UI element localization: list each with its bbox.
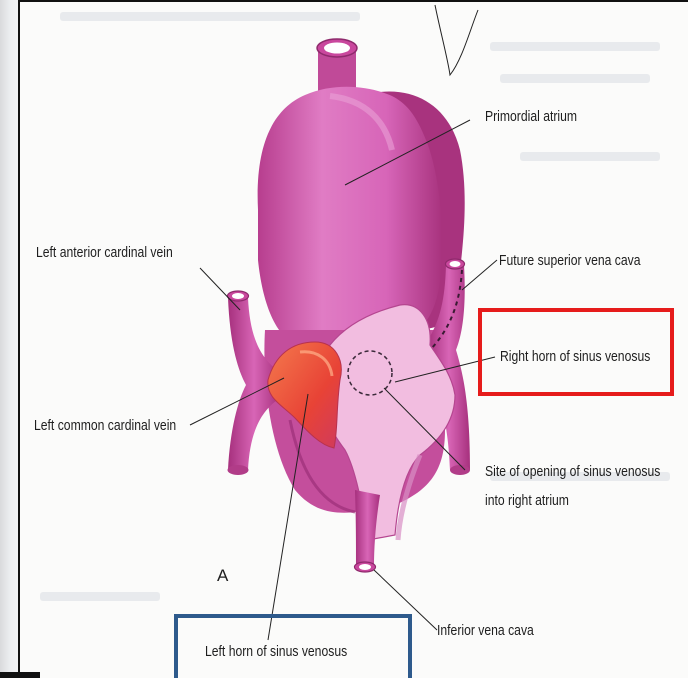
- label-inferior-vena-cava: Inferior vena cava: [437, 622, 534, 640]
- label-site-of-opening-line1: Site of opening of sinus venosus: [485, 463, 660, 481]
- label-future-superior-vena-cava: Future superior vena cava: [499, 252, 641, 270]
- panel-letter: A: [217, 567, 228, 585]
- red-highlight-box: [478, 308, 674, 396]
- label-left-anterior-cardinal-vein: Left anterior cardinal vein: [36, 244, 173, 262]
- blue-highlight-box: [174, 614, 412, 678]
- bottom-left-rule: [0, 672, 40, 678]
- truncus-tube: [317, 39, 357, 95]
- label-primordial-atrium: Primordial atrium: [485, 108, 577, 126]
- label-site-of-opening-line2: into right atrium: [485, 492, 569, 510]
- label-left-common-cardinal-vein: Left common cardinal vein: [34, 417, 176, 435]
